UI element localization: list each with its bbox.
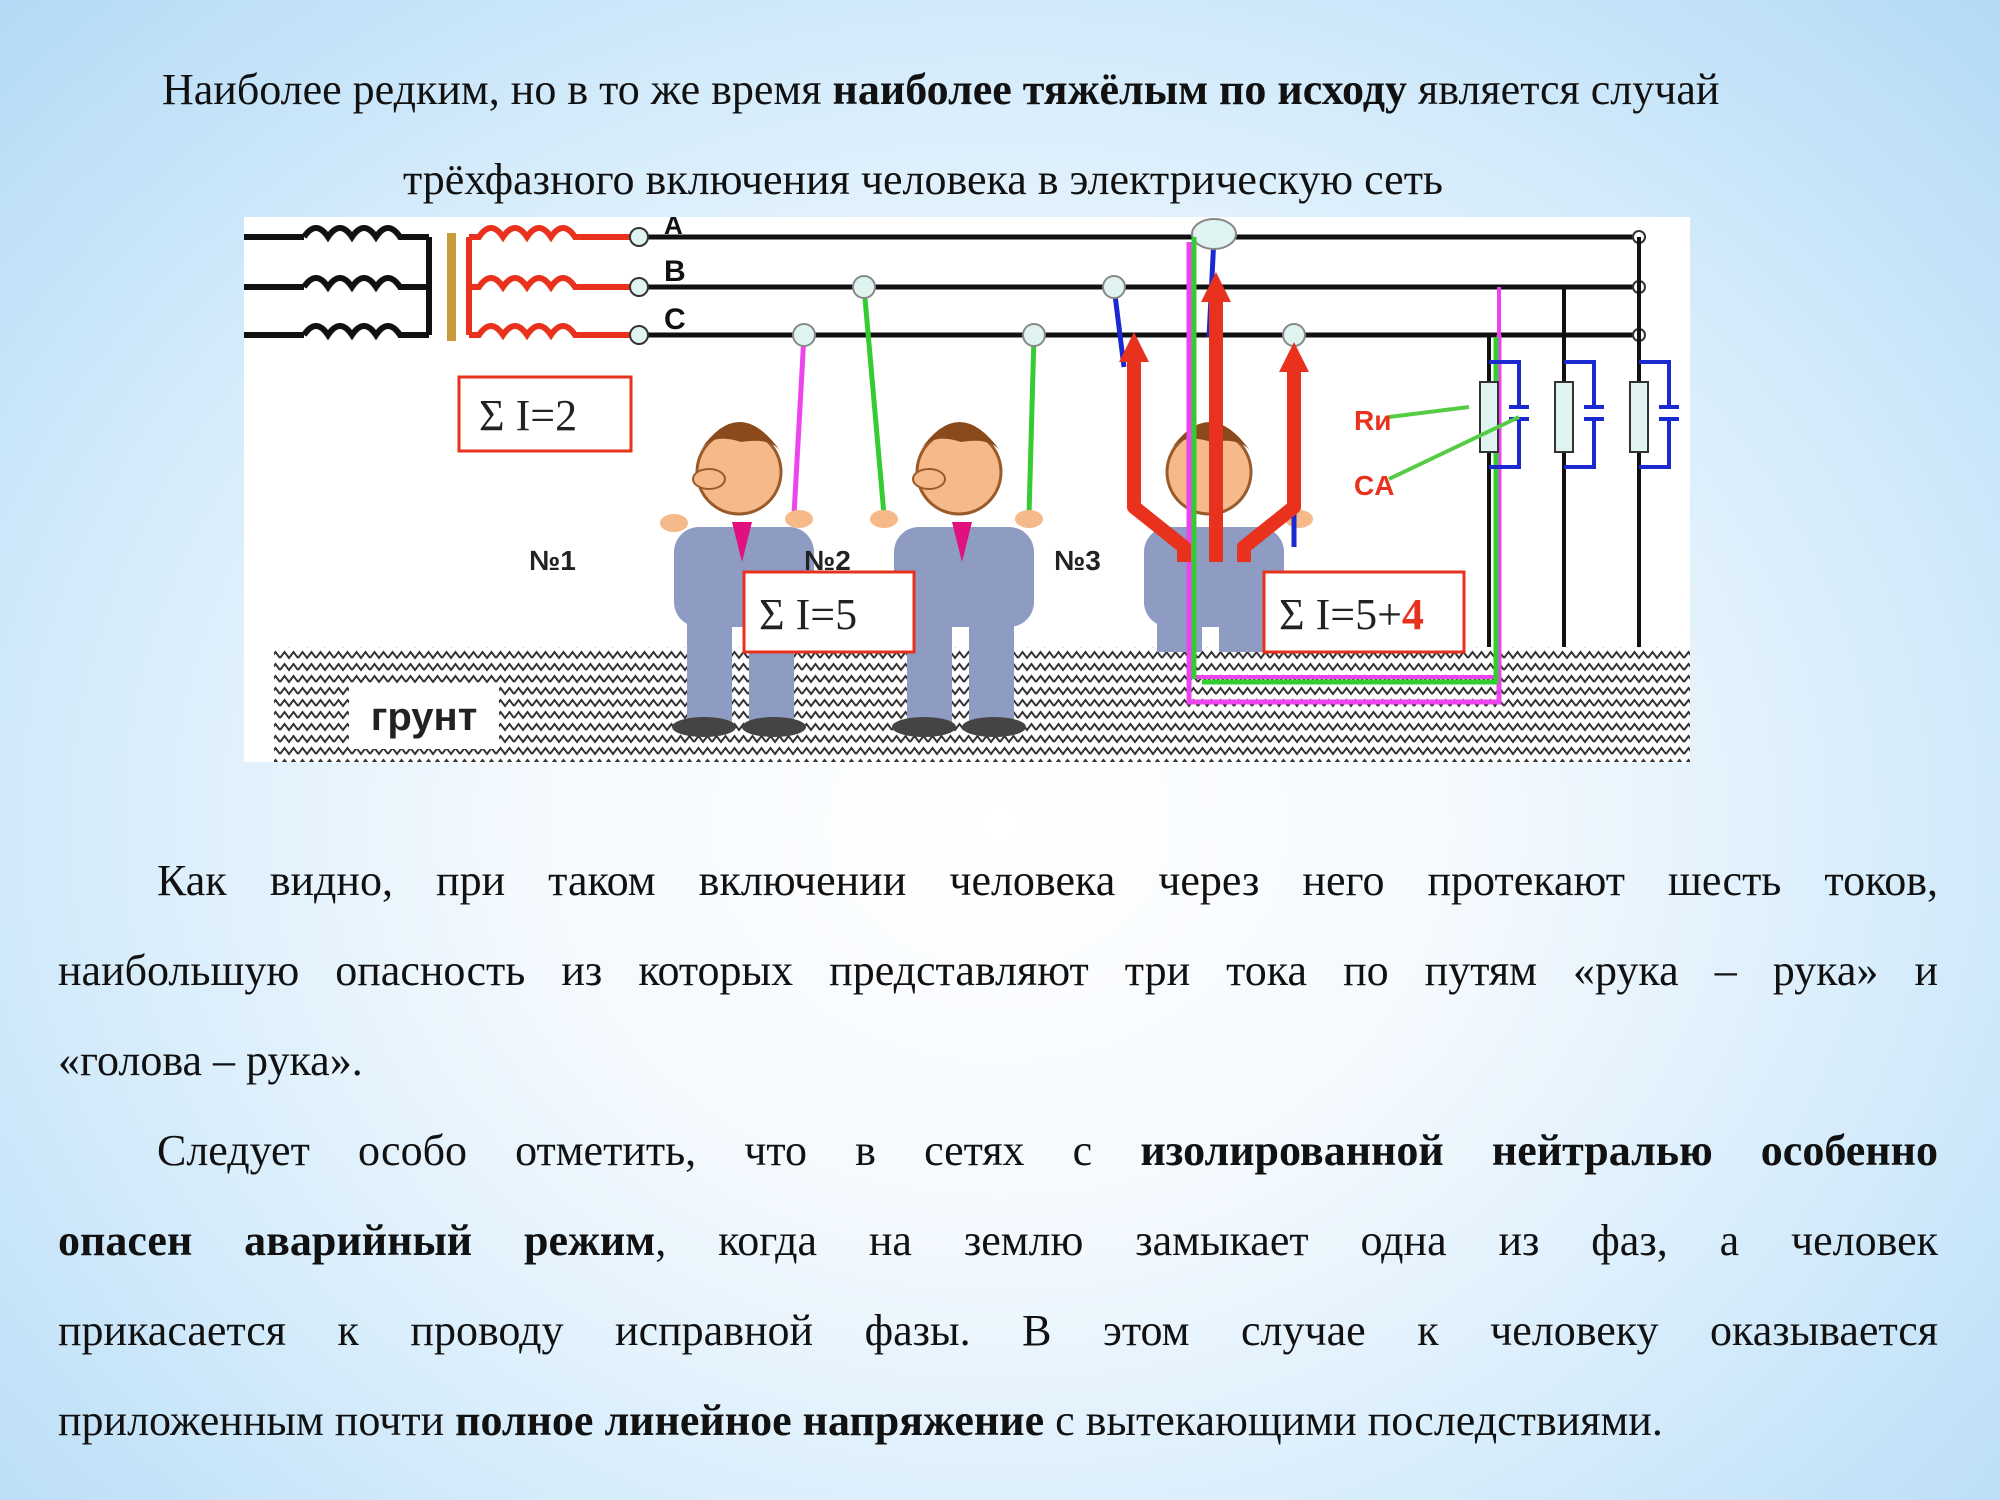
paragraph-text: прикасается к проводу исправной фазы. В …	[58, 1306, 1938, 1355]
person-3-label: №3	[1054, 545, 1101, 576]
ground-label: грунт	[371, 695, 478, 739]
paragraph-2-line-1: Следует особо отметить, что в сетях с из…	[157, 1125, 1938, 1177]
capacitance-label: CA	[1354, 470, 1394, 501]
r-pointer	[1388, 405, 1470, 419]
paragraph-2-line-2: опасен аварийный режим, когда на землю з…	[58, 1215, 1938, 1267]
sum-label-1: Σ I=2	[479, 391, 577, 440]
paragraph-text: Следует особо отметить, что в сетях с	[157, 1126, 1141, 1175]
paragraph-bold-text: опасен аварийный режим	[58, 1216, 656, 1265]
wire-person1-right	[791, 334, 807, 516]
red-current-arrows	[1127, 297, 1301, 562]
ground-label-box	[349, 683, 499, 749]
paragraph-text: с вытекающими последствиями.	[1044, 1396, 1663, 1445]
contact-point	[1102, 275, 1126, 299]
three-phase-circuit-diagram: грунт	[244, 217, 1690, 762]
contact-point	[1022, 323, 1046, 347]
wire-person2-left	[861, 286, 887, 516]
paragraph-text: «голова – рука».	[58, 1036, 363, 1085]
sum-box-2	[742, 570, 916, 654]
heading-text: является случай	[1407, 65, 1720, 114]
c-pointer	[1388, 415, 1520, 481]
sum-label-2: Σ I=5	[759, 590, 857, 639]
person-1-label: №1	[529, 545, 576, 576]
paragraph-1-line-1: Как видно, при таком включении человека …	[157, 855, 1938, 907]
wire-person2-right	[1026, 334, 1037, 516]
blue-wire-left	[1111, 286, 1127, 368]
heading-text: Наиболее редким, но в то же время	[162, 65, 833, 114]
heading-line-1: Наиболее редким, но в то же время наибол…	[162, 64, 1719, 116]
paragraph-1-line-2: наибольшую опасность из которых представ…	[58, 945, 1938, 997]
sum-label-3: Σ I=5+4	[1279, 590, 1424, 639]
paragraph-text: наибольшую опасность из которых представ…	[58, 946, 1938, 995]
diagram-svg: грунт	[244, 217, 1690, 762]
insulation-resistance-label: Rи	[1354, 405, 1391, 436]
secondary-winding-icon	[466, 225, 639, 341]
heading-text: трёхфазного включения человека в электри…	[403, 155, 1443, 204]
phase-a-label: A	[664, 217, 683, 240]
paragraph-1-line-3: «голова – рука».	[58, 1035, 363, 1087]
person-2-icon	[870, 422, 1043, 737]
transformer-core	[447, 233, 456, 341]
contact-point	[852, 275, 876, 299]
paragraph-2-line-4: приложенным почти полное линейное напряж…	[58, 1395, 1663, 1447]
paragraph-bold-text: полное линейное напряжение	[455, 1396, 1045, 1445]
heading-line-2: трёхфазного включения человека в электри…	[403, 154, 1443, 206]
sum-box-1	[457, 375, 633, 453]
phase-b-label: B	[664, 255, 686, 288]
sum-box-3	[1262, 570, 1466, 654]
paragraph-text: Как видно, при таком включении человека …	[157, 856, 1938, 905]
contact-point	[1191, 218, 1237, 250]
paragraph-bold-text: изолированной нейтралью особенно	[1140, 1126, 1938, 1175]
paragraph-2-line-3: прикасается к проводу исправной фазы. В …	[58, 1305, 1938, 1357]
heading-bold-text: наиболее тяжёлым по исходу	[832, 65, 1408, 114]
insulation-elements	[1479, 237, 1679, 647]
terminals	[629, 227, 1646, 345]
paragraph-text: приложенным почти	[58, 1396, 456, 1445]
red-arrowheads	[1119, 272, 1309, 372]
primary-winding-icon	[244, 225, 432, 341]
phase-lines	[639, 234, 1644, 338]
contact-point	[792, 323, 816, 347]
paragraph-text: , когда на землю замыкает одна из фаз, а…	[655, 1216, 1938, 1265]
phase-c-label: C	[664, 303, 686, 336]
